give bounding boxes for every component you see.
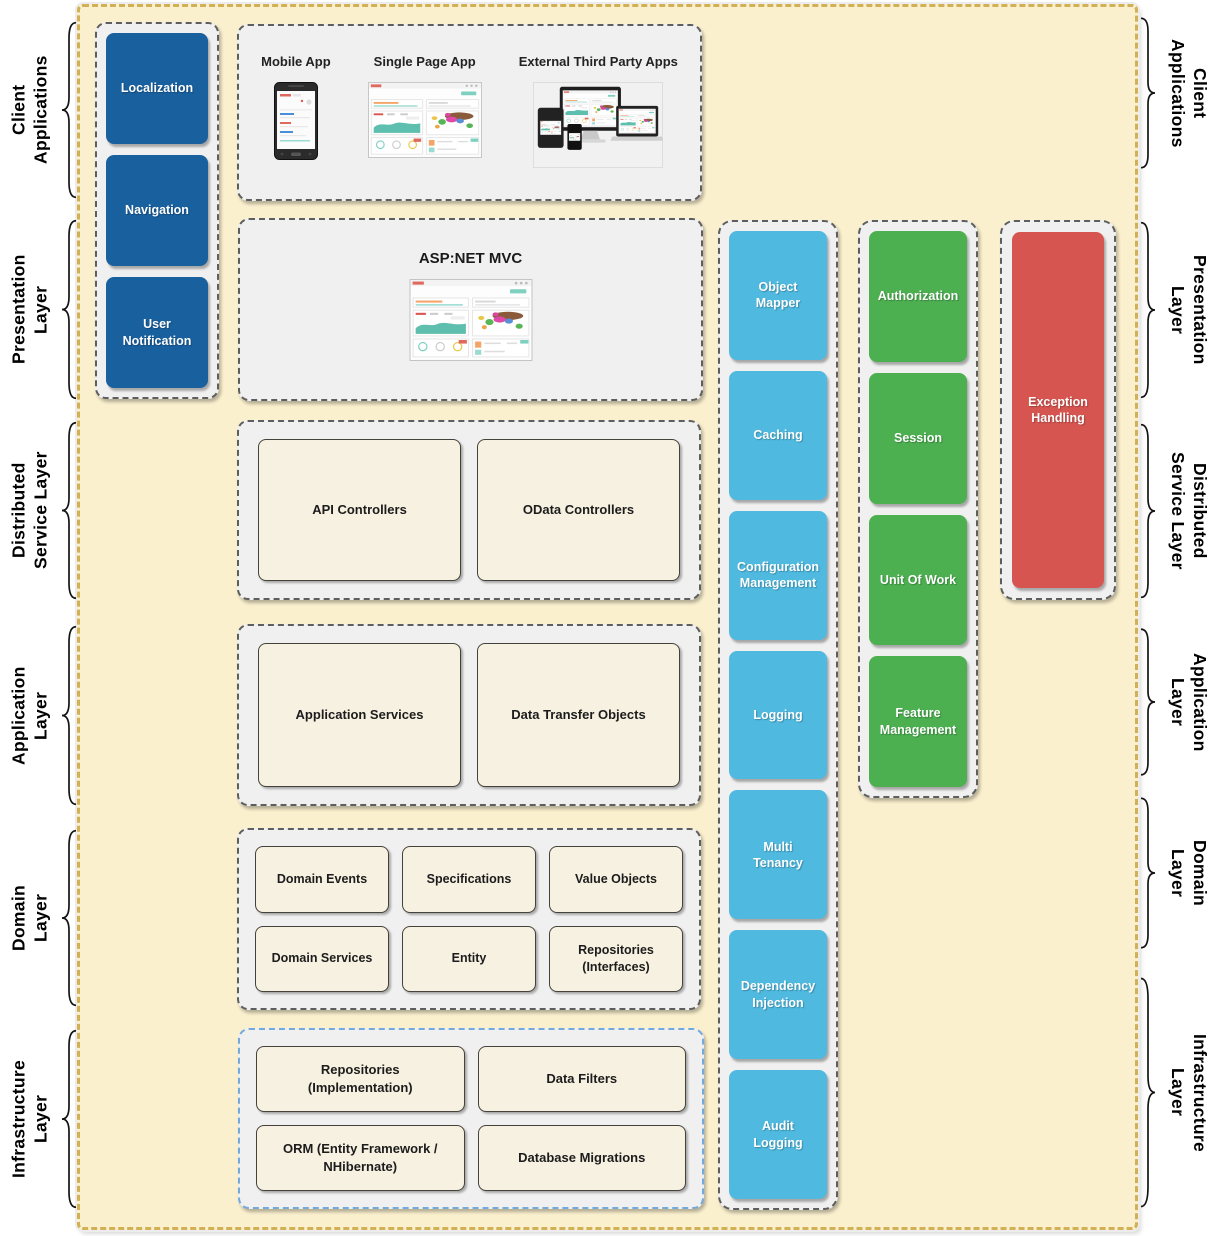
left-brace <box>61 20 78 200</box>
cross-cutting-utilities-column: Object Mapper Caching Configuration Mana… <box>718 220 838 1210</box>
client-widgets-panel: Localization Navigation User Notificatio… <box>95 22 219 399</box>
box-orm: ORM (Entity Framework / NHibernate) <box>256 1125 465 1191</box>
right-label-presentation-layer: Presentation Layer <box>1139 220 1220 400</box>
left-brace <box>61 828 78 1008</box>
box-domain-services: Domain Services <box>255 925 389 992</box>
right-brace <box>1139 220 1156 400</box>
box-api-controllers: API Controllers <box>258 439 461 581</box>
presentation-title: ASP:NET MVC <box>418 250 523 267</box>
right-label-domain-layer: Domain Layer <box>1139 796 1220 950</box>
mobile-phone-image <box>273 82 318 160</box>
box-exception-handling: Exception Handling <box>1012 232 1104 588</box>
right-brace <box>1139 975 1156 1210</box>
single-page-app-label: Single Page App <box>373 54 476 69</box>
box-multi-tenancy: Multi Tenancy <box>729 790 827 920</box>
client-applications-panel: Mobile App Single Page App External Thir… <box>237 24 702 201</box>
left-brace <box>61 218 78 401</box>
distributed-service-panel: API Controllers OData Controllers <box>237 420 701 600</box>
right-brace <box>1139 16 1156 170</box>
aspnet-dashboard-image <box>408 279 533 361</box>
box-data-transfer-objects: Data Transfer Objects <box>477 643 680 787</box>
box-application-services: Application Services <box>258 643 461 787</box>
right-label-application-layer: Application Layer <box>1139 627 1220 777</box>
box-odata-controllers: OData Controllers <box>477 439 680 581</box>
box-unit-of-work: Unit Of Work <box>869 514 967 646</box>
box-entity: Entity <box>402 925 536 992</box>
right-label-distributed-service-layer: Distributed Service Layer <box>1139 422 1220 600</box>
box-authorization: Authorization <box>869 231 967 362</box>
right-brace <box>1139 627 1156 777</box>
left-brace <box>61 624 78 807</box>
presentation-panel: ASP:NET MVC <box>238 218 703 401</box>
box-localization: Localization <box>106 33 208 144</box>
box-logging: Logging <box>729 650 827 780</box>
multi-device-image <box>533 82 663 168</box>
box-specifications: Specifications <box>402 846 536 913</box>
domain-layer-panel: Domain Events Specifications Value Objec… <box>237 828 701 1010</box>
box-repositories-implementation: Repositories (Implementation) <box>256 1046 465 1112</box>
right-label-client-applications: Client Applications <box>1139 16 1220 170</box>
dashboard-screenshot-image <box>367 82 482 158</box>
box-repositories-interfaces: Repositories (Interfaces) <box>549 925 683 992</box>
third-party-apps-figure: External Third Party Apps <box>519 54 678 168</box>
cross-cutting-services-column: Authorization Session Unit Of Work Featu… <box>858 220 978 798</box>
left-label-presentation-layer: Presentation Layer <box>0 218 78 401</box>
exception-handling-column: Exception Handling <box>1000 220 1116 600</box>
box-object-mapper: Object Mapper <box>729 231 827 360</box>
left-brace <box>61 420 78 601</box>
box-audit-logging: Audit Logging <box>729 1070 827 1200</box>
box-user-notification: User Notification <box>106 277 208 388</box>
third-party-apps-label: External Third Party Apps <box>518 54 678 69</box>
box-dependency-injection: Dependency Injection <box>729 930 827 1060</box>
left-label-application-layer: Application Layer <box>0 624 78 807</box>
left-label-distributed-service-layer: Distributed Service Layer <box>0 420 78 601</box>
left-label-domain-layer: Domain Layer <box>0 828 78 1008</box>
box-feature-management: Feature Management <box>869 656 967 787</box>
right-label-infrastructure-layer: Infrastructure Layer <box>1139 975 1220 1210</box>
box-domain-events: Domain Events <box>255 846 389 913</box>
mobile-app-figure: Mobile App <box>261 54 331 160</box>
left-label-infrastructure-layer: Infrastructure Layer <box>0 1028 78 1210</box>
box-navigation: Navigation <box>106 155 208 266</box>
box-session: Session <box>869 372 967 504</box>
box-data-filters: Data Filters <box>477 1046 686 1112</box>
single-page-app-figure: Single Page App <box>367 54 483 158</box>
application-layer-panel: Application Services Data Transfer Objec… <box>237 624 701 806</box>
infrastructure-layer-panel: Repositories (Implementation) Data Filte… <box>238 1028 704 1209</box>
left-brace <box>61 1028 78 1210</box>
box-configuration-management: Configuration Management <box>729 510 827 640</box>
box-database-migrations: Database Migrations <box>477 1125 686 1191</box>
box-caching: Caching <box>729 370 827 500</box>
right-brace <box>1139 422 1156 600</box>
box-value-objects: Value Objects <box>549 846 683 913</box>
right-brace <box>1139 796 1156 950</box>
mobile-app-label: Mobile App <box>261 54 331 69</box>
left-label-client-applications: Client Applications <box>0 20 78 200</box>
